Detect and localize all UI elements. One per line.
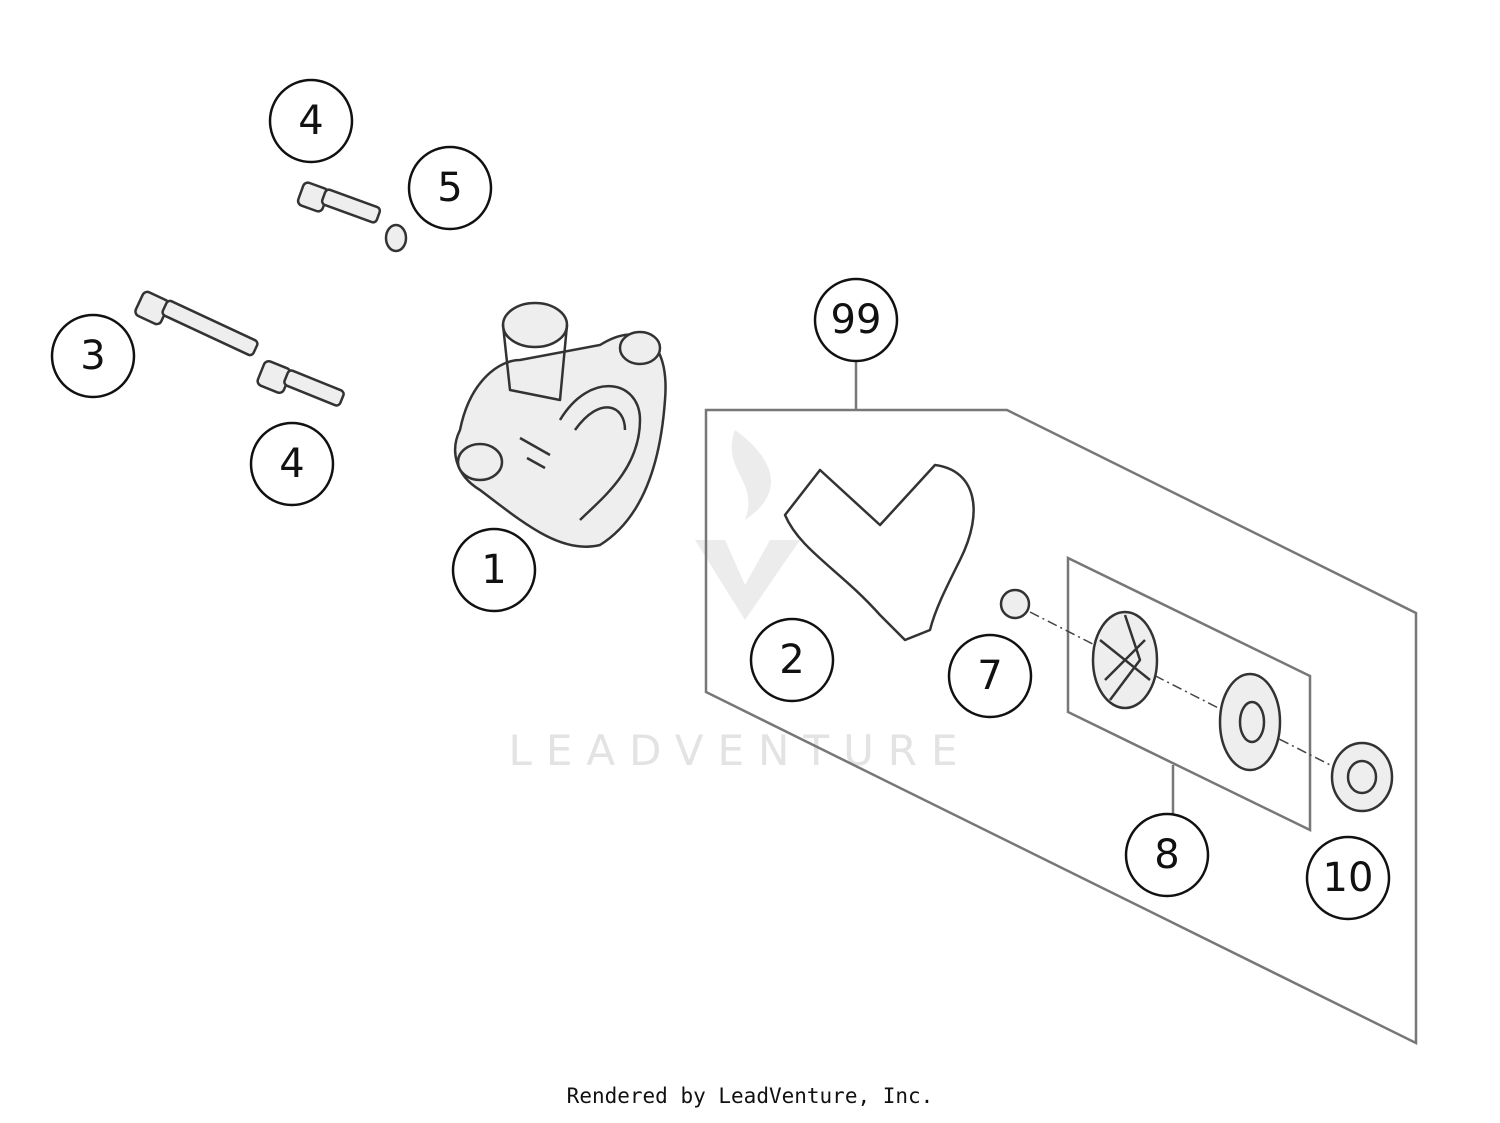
kit-frame (704, 408, 1418, 1046)
callout-label: 4 (279, 441, 304, 487)
callout-label: 4 (298, 98, 323, 144)
callout-label: 7 (977, 653, 1002, 699)
callout-1[interactable]: 1 (451, 527, 537, 613)
callout-label: 99 (831, 297, 882, 343)
callout-4-upper[interactable]: 4 (268, 78, 354, 164)
callout-label: 3 (80, 333, 105, 379)
callout-label: 5 (437, 165, 462, 211)
impeller-part-8 (1091, 610, 1282, 772)
callout-label: 10 (1323, 855, 1374, 901)
bolt-part-3 (134, 290, 259, 357)
callout-4-lower[interactable]: 4 (249, 421, 335, 507)
callout-label: 2 (779, 637, 804, 683)
washer-part-5 (384, 223, 408, 253)
bolt-part-4-upper (296, 181, 382, 224)
callout-label: 1 (481, 547, 506, 593)
callout-8[interactable]: 8 (1124, 812, 1210, 898)
callout-2[interactable]: 2 (749, 617, 835, 703)
bolt-part-4-lower (256, 359, 345, 407)
watermark-text: LEADVENTURE (508, 726, 971, 775)
callout-10[interactable]: 10 (1305, 835, 1391, 921)
nut-part-7 (999, 588, 1031, 620)
gasket-part-2 (783, 463, 975, 642)
callout-5[interactable]: 5 (407, 145, 493, 231)
callout-label: 8 (1154, 832, 1179, 878)
callout-99[interactable]: 99 (813, 277, 899, 363)
seal-ring-part-10 (1330, 741, 1394, 813)
impeller-frame (1066, 555, 1312, 833)
callout-7[interactable]: 7 (947, 633, 1033, 719)
shaft-axis-line (1029, 611, 1341, 771)
watermark: LEADVENTURE (508, 430, 971, 775)
render-credit: Rendered by LeadVenture, Inc. (566, 1084, 934, 1108)
water-pump-cover-part-1 (453, 301, 667, 548)
callout-3[interactable]: 3 (50, 313, 136, 399)
